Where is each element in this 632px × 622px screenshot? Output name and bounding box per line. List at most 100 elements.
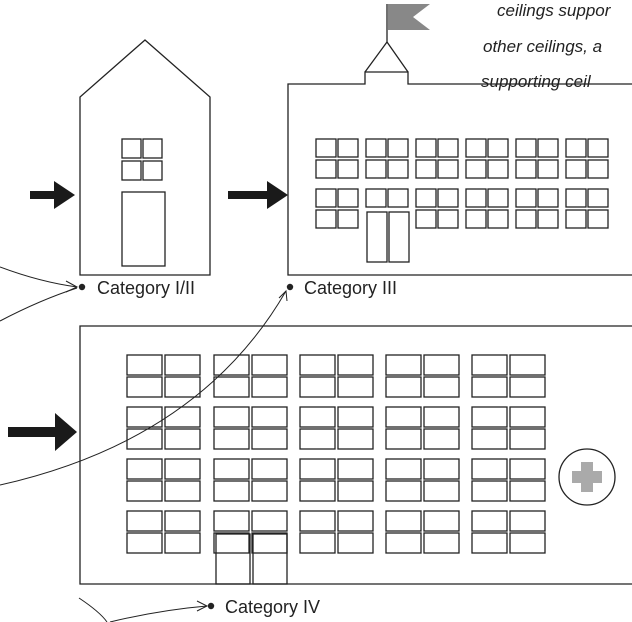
window-pane <box>537 188 559 208</box>
window-pane <box>537 159 559 179</box>
window-pane <box>509 458 546 480</box>
window-pane <box>365 138 387 158</box>
window-pane <box>515 188 537 208</box>
window-pane <box>487 188 509 208</box>
caption-line-3: supporting ceil <box>481 72 592 91</box>
arrowheads <box>65 280 288 612</box>
window-pane <box>299 406 336 428</box>
window-pane <box>387 159 409 179</box>
window-pane <box>337 376 374 398</box>
window-pane <box>126 480 163 502</box>
window-pane <box>126 376 163 398</box>
window-pane <box>251 532 288 554</box>
window-pane <box>471 458 508 480</box>
window-pane <box>415 188 437 208</box>
window-pane <box>164 376 201 398</box>
window-pane <box>565 188 587 208</box>
window-pane <box>471 406 508 428</box>
window-pane <box>471 354 508 376</box>
category-iii-label: Category III <box>304 278 397 298</box>
window-pane <box>251 428 288 450</box>
window-pane <box>213 428 250 450</box>
hospital-icon <box>79 325 632 585</box>
window-pane <box>337 138 359 158</box>
window-pane <box>299 480 336 502</box>
category-i-ii-label: Category I/II <box>97 278 195 298</box>
window-pane <box>471 532 508 554</box>
hospital-windows <box>126 354 546 554</box>
window-pane <box>471 480 508 502</box>
window-pane <box>509 532 546 554</box>
caption-line-1: ceilings suppor <box>497 1 612 20</box>
window-pane <box>315 138 337 158</box>
window-pane <box>213 354 250 376</box>
window-pane <box>423 510 460 532</box>
window-pane <box>385 532 422 554</box>
window-pane <box>465 159 487 179</box>
window-pane <box>415 159 437 179</box>
window-pane <box>315 209 337 229</box>
window-pane <box>465 209 487 229</box>
window-pane <box>337 188 359 208</box>
label-category-iv: Category IV <box>207 597 320 617</box>
window-pane <box>537 209 559 229</box>
window-pane <box>423 458 460 480</box>
connector-line <box>0 290 287 486</box>
window-pane <box>487 209 509 229</box>
window-pane <box>213 376 250 398</box>
window-pane <box>465 138 487 158</box>
window-pane <box>213 532 250 554</box>
window-pane <box>587 209 609 229</box>
window-pane <box>164 354 201 376</box>
window-pane <box>487 159 509 179</box>
window-pane <box>509 406 546 428</box>
window-pane <box>126 458 163 480</box>
window-pane <box>315 159 337 179</box>
window-pane <box>164 428 201 450</box>
window-pane <box>487 138 509 158</box>
window-pane <box>423 376 460 398</box>
window-pane <box>365 159 387 179</box>
window-pane <box>385 428 422 450</box>
house-window <box>121 138 163 181</box>
arrow-icon <box>8 413 77 451</box>
window-pane <box>337 428 374 450</box>
window-pane <box>437 188 459 208</box>
window-pane <box>251 406 288 428</box>
window-pane <box>515 159 537 179</box>
window-pane <box>565 209 587 229</box>
window-pane <box>337 480 374 502</box>
window-pane <box>385 406 422 428</box>
window-pane <box>387 138 409 158</box>
school-door <box>366 211 410 263</box>
window-pane <box>299 354 336 376</box>
window-pane <box>471 376 508 398</box>
window-pane <box>437 209 459 229</box>
window-pane <box>299 458 336 480</box>
window-pane <box>385 510 422 532</box>
category-iv-label: Category IV <box>225 597 320 617</box>
window-pane <box>509 428 546 450</box>
window-pane <box>387 188 409 208</box>
window-pane <box>164 406 201 428</box>
connector-lines <box>0 266 287 622</box>
connector-line <box>78 597 108 622</box>
label-category-i-ii: Category I/II <box>78 278 195 298</box>
window-pane <box>213 406 250 428</box>
window-pane <box>337 458 374 480</box>
window-pane <box>365 188 387 208</box>
window-pane <box>126 532 163 554</box>
window-pane <box>587 138 609 158</box>
caption-line-2: other ceilings, a <box>483 37 602 56</box>
arrow-icon <box>228 181 288 209</box>
window-pane <box>423 406 460 428</box>
window-pane <box>299 532 336 554</box>
window-pane <box>164 480 201 502</box>
window-pane <box>423 480 460 502</box>
window-pane <box>423 354 460 376</box>
window-pane <box>385 354 422 376</box>
window-pane <box>126 510 163 532</box>
window-pane <box>515 138 537 158</box>
window-pane <box>299 510 336 532</box>
window-pane <box>213 458 250 480</box>
